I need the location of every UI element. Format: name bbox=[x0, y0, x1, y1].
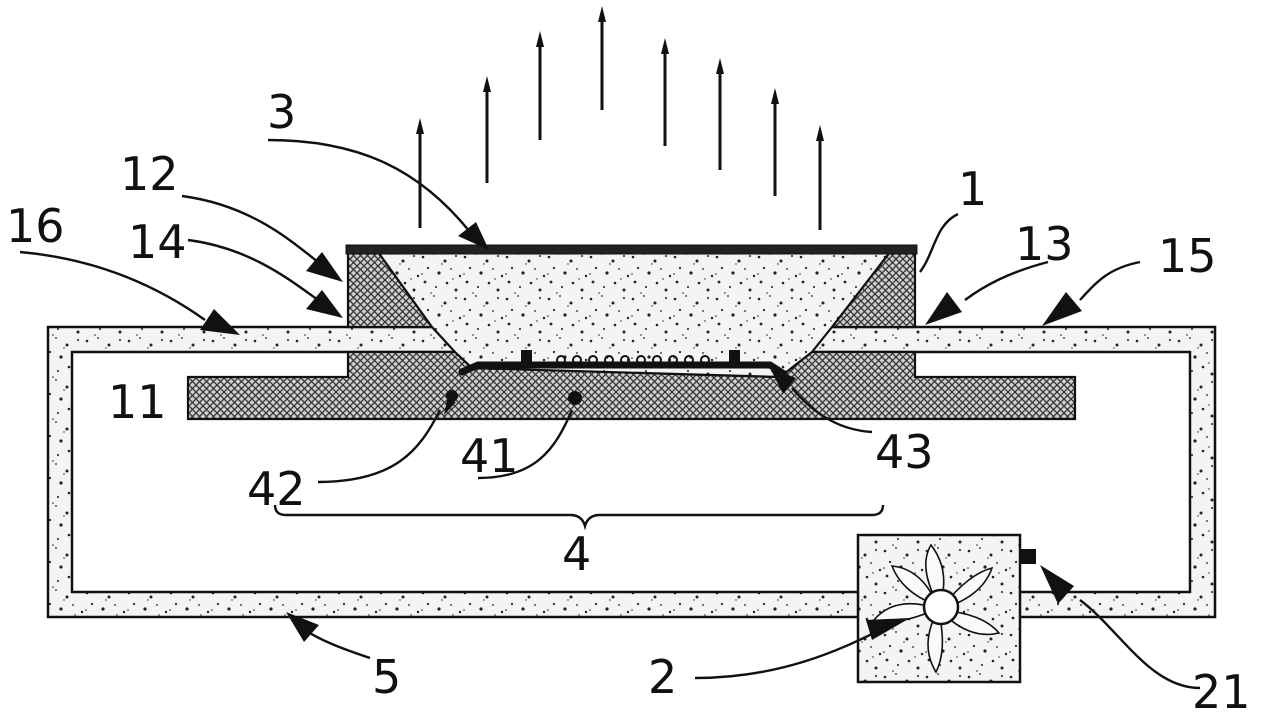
label-15: 15 bbox=[1158, 229, 1217, 283]
fan-hub bbox=[922, 588, 960, 626]
heat-rays bbox=[416, 6, 824, 230]
label-11: 11 bbox=[108, 375, 167, 429]
label-12: 12 bbox=[120, 147, 179, 201]
leader-43 bbox=[770, 368, 873, 434]
leader-3 bbox=[267, 138, 489, 250]
leader-42 bbox=[317, 390, 458, 484]
leader-14 bbox=[187, 238, 343, 318]
label-43: 43 bbox=[875, 425, 934, 479]
top-cover-plate bbox=[345, 244, 918, 255]
brace-4 bbox=[273, 504, 885, 531]
sensor-block bbox=[1021, 549, 1036, 564]
leader-5 bbox=[286, 612, 371, 660]
label-21: 21 bbox=[1192, 665, 1251, 716]
leader-12 bbox=[181, 194, 343, 282]
leader-13 bbox=[925, 260, 1049, 325]
label-42: 42 bbox=[247, 462, 306, 516]
leader-16 bbox=[19, 250, 240, 335]
leader-21 bbox=[1040, 565, 1201, 690]
leader-41 bbox=[477, 391, 582, 480]
leader-1 bbox=[919, 212, 959, 273]
label-3: 3 bbox=[267, 85, 296, 139]
leader-2 bbox=[694, 618, 910, 680]
micro-bumps bbox=[556, 355, 710, 365]
label-2: 2 bbox=[648, 650, 677, 704]
chip-pad-right bbox=[729, 350, 740, 364]
chip-substrate bbox=[458, 361, 788, 378]
label-14: 14 bbox=[128, 215, 187, 269]
label-41: 41 bbox=[460, 429, 519, 483]
leader-15 bbox=[1042, 260, 1141, 326]
label-16: 16 bbox=[6, 199, 65, 253]
chip-pad-left bbox=[521, 350, 532, 364]
label-5: 5 bbox=[372, 650, 401, 704]
label-13: 13 bbox=[1015, 217, 1074, 271]
label-4: 4 bbox=[562, 527, 591, 581]
label-1: 1 bbox=[958, 162, 987, 216]
